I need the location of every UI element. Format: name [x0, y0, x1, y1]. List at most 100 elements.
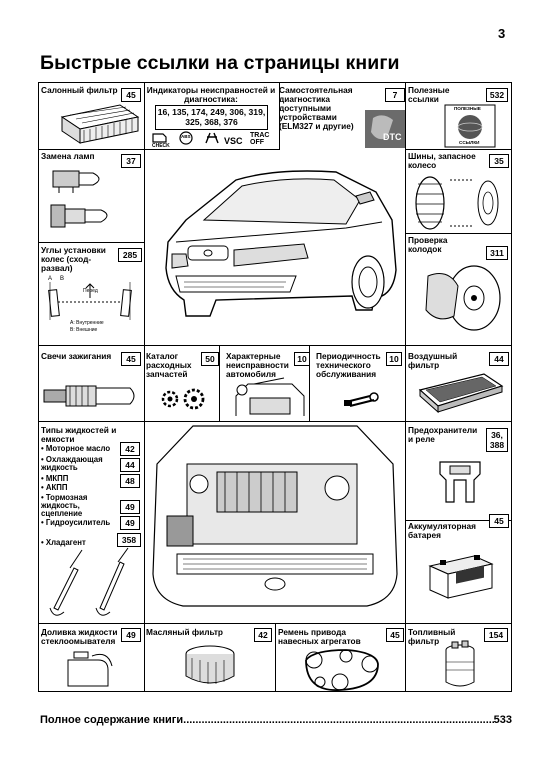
car-front-illustration [165, 170, 397, 317]
battery-page-link[interactable]: 45 [489, 514, 509, 528]
check-icon-label: CHECK [152, 143, 170, 149]
full-contents-page: 533 [493, 714, 512, 726]
spark-plugs-label: Свечи зажигания [41, 351, 112, 361]
bulb-replace-label: Замена ламп [41, 151, 95, 161]
grid-line [219, 345, 221, 421]
fuel-filter-page-link[interactable]: 154 [484, 628, 508, 642]
page-number: 3 [498, 26, 506, 41]
dtc-logo-icon [365, 110, 405, 148]
bulbs-illustration [50, 170, 108, 228]
malfunctions-label: Характерные неисправности автомобиля [226, 351, 289, 379]
air-filter-illustration [418, 373, 504, 414]
gearbox-page-link[interactable]: 48 [120, 474, 140, 488]
alignment-letter-b: B [60, 276, 65, 282]
useful-links-logo-top: ПОЛЕЗНЫЕ [454, 106, 481, 111]
engine-oil-page-link[interactable]: 42 [120, 442, 140, 456]
grid-line [405, 83, 407, 691]
coolant-page-link[interactable]: 44 [120, 458, 140, 472]
wrench-icon [344, 392, 379, 407]
fluids-label: Типы жидкостей и емкости [41, 425, 117, 444]
drive-belt-page-link[interactable]: 45 [386, 628, 404, 642]
alignment-legend-a: A: Внутренние [70, 320, 104, 326]
fluid-funnel-illustration [49, 547, 129, 616]
alignment-label: Углы установки колес (сход-развал) [41, 245, 106, 273]
tire-illustration [415, 176, 499, 230]
grid-line [39, 421, 511, 423]
oil-filter-page-link[interactable]: 42 [254, 628, 272, 642]
air-filter-label: Воздушный фильтр [408, 351, 458, 370]
useful-links-logo [444, 104, 496, 148]
oil-filter-label: Масляный фильтр [146, 627, 223, 637]
grid-line [144, 149, 280, 151]
grid-line [309, 345, 311, 421]
grid-line [144, 83, 146, 691]
indicators-label: Индикаторы неисправностей и диагностика: [146, 85, 276, 104]
page-title: Быстрые ссылки на страницы книги [40, 52, 400, 74]
self-diagnosis-page-link[interactable]: 7 [385, 88, 405, 102]
drive-belt-label: Ремень привода навесных агрегатов [278, 627, 361, 646]
refrigerant-page-link[interactable]: 358 [117, 533, 141, 547]
fuel-filter-label: Топливный фильтр [408, 627, 456, 646]
fluid-refrigerant-label: • Хладагент [41, 538, 86, 547]
useful-links-page-link[interactable]: 532 [486, 88, 508, 102]
tires-label: Шины, запасное колесо [408, 151, 476, 170]
dtc-logo-text: DTC [383, 132, 402, 142]
fuse-icon [439, 461, 481, 503]
grid-line [405, 233, 511, 235]
fluid-brake-label: • Тормозная жидкость, сцепление [41, 493, 88, 518]
alignment-letter-a: A [48, 276, 53, 282]
washer-fluid-page-link[interactable]: 49 [121, 628, 141, 642]
fluid-manual-gearbox-label: • МКПП [41, 474, 69, 483]
cabin-filter-page-link[interactable]: 45 [121, 88, 141, 102]
brake-pads-page-link[interactable]: 311 [486, 246, 508, 260]
maintenance-page-link[interactable]: 10 [386, 352, 402, 366]
fuses-label: Предохранители и реле [408, 425, 478, 444]
trac-off-icon: TRAC OFF [250, 132, 270, 146]
indicators-pages-link[interactable]: 16, 135, 174, 249, 306, 319, 325, 368, 3… [155, 105, 268, 130]
vsc-icon: VSC [224, 136, 243, 146]
battery-label: Аккумуляторная батарея [408, 521, 477, 540]
brake-fluid-page-link[interactable]: 49 [120, 500, 140, 514]
fluid-coolant-label: • Охлаждающая жидкость [41, 455, 103, 472]
fluid-power-steering-label: • Гидроусилитель [41, 518, 111, 527]
power-steering-page-link[interactable]: 49 [120, 516, 140, 530]
parts-catalog-page-link[interactable]: 50 [201, 352, 219, 366]
brake-pads-label: Проверка колодок [408, 235, 448, 254]
grid-line [405, 520, 511, 522]
alignment-page-link[interactable]: 285 [118, 248, 142, 262]
grid-line [39, 345, 511, 347]
maintenance-label: Периодичность технического обслуживания [316, 351, 381, 379]
grid-line [39, 149, 145, 151]
brake-illustration [425, 265, 501, 331]
full-contents-label: Полное содержание книги [40, 714, 184, 726]
grid-line [39, 242, 145, 244]
fuses-page-link[interactable]: 36, 388 [486, 428, 508, 452]
quick-links-grid [38, 82, 512, 692]
full-contents-link[interactable]: Полное содержание книги ................… [40, 714, 512, 726]
leader-dots: ........................................… [183, 714, 494, 726]
grid-line [405, 149, 511, 151]
spark-plug-illustration [43, 385, 135, 407]
fluid-engine-oil-label: • Моторное масло [41, 444, 111, 453]
abs-icon: ABS [181, 134, 191, 139]
engine-bay-illustration [152, 425, 398, 607]
bulb-replace-page-link[interactable]: 37 [121, 154, 141, 168]
spark-plugs-page-link[interactable]: 45 [121, 352, 141, 366]
useful-links-label: Полезные ссылки [408, 85, 450, 104]
tires-page-link[interactable]: 35 [489, 154, 509, 168]
grid-line [275, 623, 277, 691]
washer-reservoir-illustration [67, 651, 113, 687]
malfunctions-illustration [235, 377, 305, 416]
alignment-front-label: Перед [83, 288, 98, 294]
air-filter-page-link[interactable]: 44 [489, 352, 509, 366]
oil-filter-illustration [185, 645, 235, 684]
malfunctions-page-link[interactable]: 10 [294, 352, 310, 366]
drive-belt-diagram [305, 649, 379, 691]
cabin-filter-illustration [60, 104, 140, 144]
alignment-diagram [48, 282, 132, 320]
useful-links-logo-bottom: ССЫЛКИ [459, 140, 480, 145]
cabin-filter-label: Салонный фильтр [41, 85, 118, 95]
parts-catalog-label: Каталог расходных запчастей [146, 351, 192, 379]
alignment-legend-b: B: Внешние [70, 327, 98, 333]
indicator-icons [152, 131, 219, 145]
